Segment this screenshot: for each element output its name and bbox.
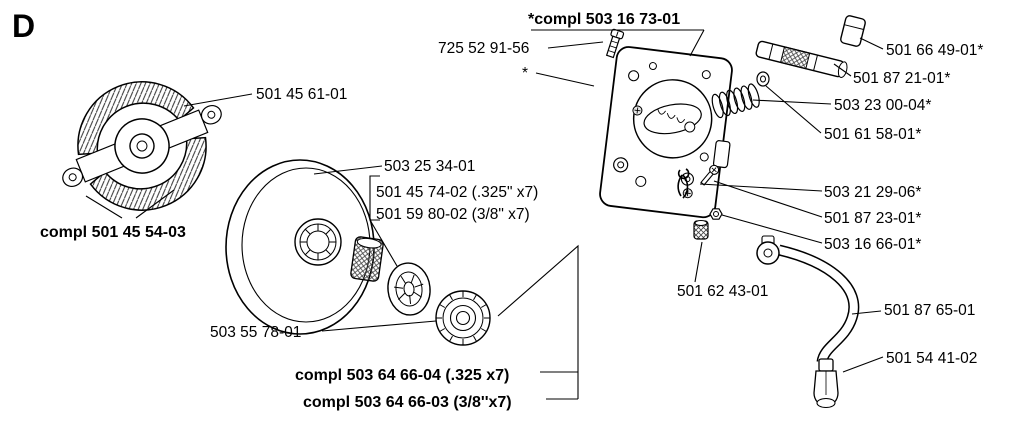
label-oil-hose: 501 87 65-01: [884, 302, 975, 319]
plunger-seal-drawing: [756, 71, 770, 87]
label-clutch-assembly: compl 501 45 54-03: [40, 224, 186, 241]
label-drum-assembly-38: compl 503 64 66-03 (3/8''x7): [303, 394, 512, 411]
label-washer: 503 55 78-01: [210, 324, 301, 341]
oil-pump-body-drawing: [599, 46, 733, 219]
label-ferrule-nut: 503 16 66-01*: [824, 236, 921, 253]
pump-spring-drawing: [711, 83, 760, 119]
clutch-assembly-drawing: [62, 81, 222, 211]
label-pump-spring: 503 23 00-04*: [834, 97, 931, 114]
label-connector: 501 62 43-01: [677, 283, 768, 300]
label-asterisk-note: *: [522, 65, 528, 82]
label-plunger-cap: 501 66 49-01*: [886, 42, 983, 59]
label-plunger-seal: 501 61 58-01*: [824, 126, 921, 143]
label-clutch-drum: 503 25 34-01: [384, 158, 475, 175]
leader-lines: [85, 29, 884, 400]
plunger-cap-drawing: [840, 15, 866, 47]
label-pump-assembly: *compl 503 16 73-01: [528, 11, 680, 28]
cover-washer-drawing: [435, 290, 491, 346]
label-pump-screw: 725 52 91-56: [438, 40, 529, 57]
label-sprocket-325: 501 45 74-02 (.325" x7): [376, 184, 538, 201]
needle-bearing-drawing: [350, 236, 384, 282]
connector-drawing: [693, 220, 709, 240]
label-pump-small-screw: 501 87 23-01*: [824, 210, 921, 227]
ferrule-nut-drawing: [709, 208, 723, 220]
nozzle-drawing: [813, 358, 839, 409]
rim-sprocket-drawing: [387, 262, 431, 316]
label-oil-nozzle: 501 54 41-02: [886, 350, 977, 367]
label-sprocket-38: 501 59 80-02 (3/8" x7): [376, 206, 530, 223]
oil-hose-drawing: [756, 235, 860, 364]
pump-screw-drawing: [605, 28, 625, 59]
label-pump-plunger: 501 87 21-01*: [853, 70, 950, 87]
pump-plunger-drawing: [755, 40, 848, 78]
label-retainer-clip: 503 21 29-06*: [824, 184, 921, 201]
retainer-clip-drawing: [677, 168, 690, 199]
section-letter: D: [12, 8, 35, 44]
label-drum-assembly-325: compl 503 64 66-04 (.325 x7): [295, 367, 509, 384]
label-clutch: 501 45 61-01: [256, 86, 347, 103]
clutch-drum-drawing: [225, 159, 375, 335]
